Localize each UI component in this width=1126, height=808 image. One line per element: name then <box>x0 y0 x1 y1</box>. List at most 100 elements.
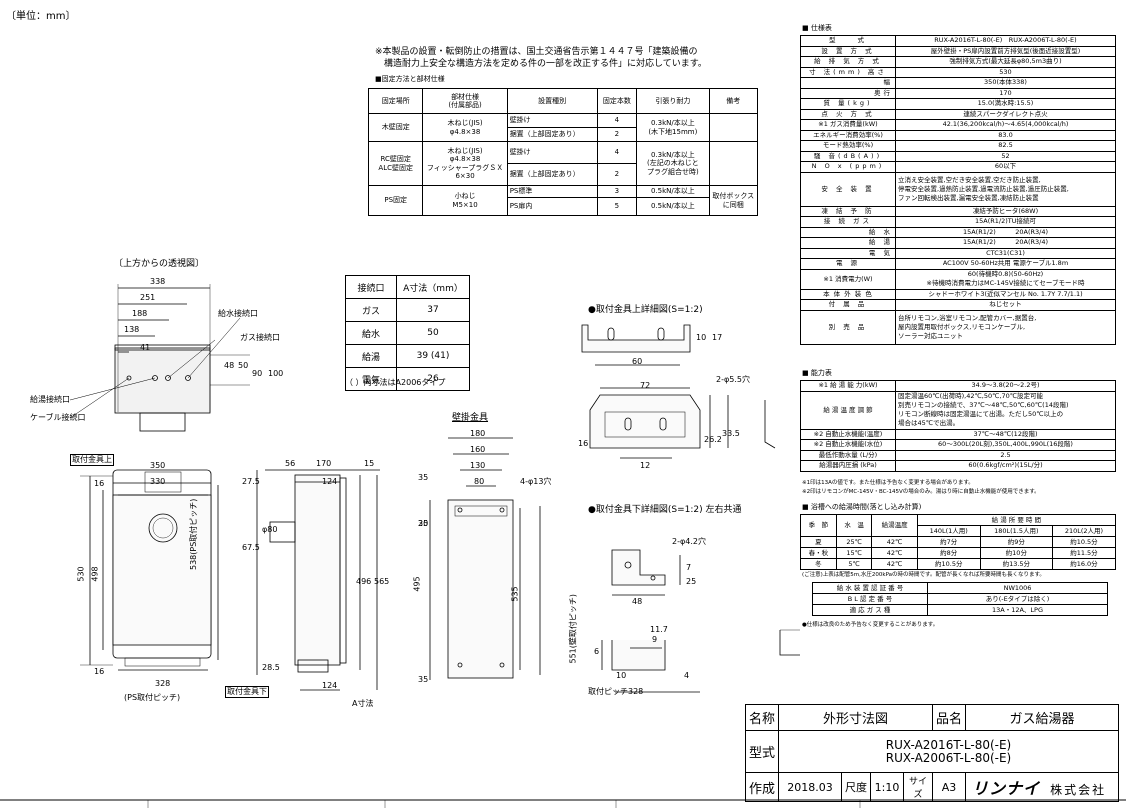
dim-label: 2-φ4.2穴 <box>672 537 706 546</box>
water-subheader: 140L(1人用) <box>916 525 981 537</box>
performance-note: ※1印は13Aの値です。また仕様は予告なく変更する場合があります。 <box>802 480 974 486</box>
performance-note: ※2印はリモコンがMC-145V・BC-145Vの場合のみ。湯はり時に自動止水機… <box>802 489 1040 495</box>
spec-label: エネルギー消費効率(%) <box>800 129 896 141</box>
fixing-cell: 0.5kN/本以上 <box>636 197 710 216</box>
water-subheader: 180L(1.5人用) <box>979 525 1053 537</box>
perf-value: 60(0.6kgf/cm²)(15L/分) <box>895 460 1116 472</box>
made-value: 2018.03 <box>778 772 842 802</box>
dim-label: 338 <box>150 277 166 286</box>
spec-label: 電 源 <box>800 258 896 270</box>
dim-label: 11.7 <box>650 625 668 634</box>
dim-label: 7 <box>686 563 692 572</box>
upper-bracket-detail <box>581 324 776 459</box>
dim-label: 80 <box>474 477 485 486</box>
spec-label: ※1 消費電力(W) <box>800 268 896 290</box>
spec-value: 82.5 <box>895 140 1116 152</box>
lower-bracket-detail <box>601 549 800 693</box>
dim-label: 25 <box>418 519 429 528</box>
fixing-cell: 木ねじ(JIS) φ4.8×38 フィッシャープラグＳＸ 6×30 <box>422 141 508 186</box>
water-cell: 約11.5分 <box>1051 547 1117 559</box>
perf-value: 2.5 <box>895 449 1116 461</box>
spec-value: 台所リモコン,浴室リモコン,配管カバー,据置台, 屋内設置用取付ボックス,リモコ… <box>895 309 1116 345</box>
notice-line-2: 構造耐力上安全な構造方法を定める件の一部を改正する件」に対応しています。 <box>384 59 707 69</box>
dim-label: 41 <box>140 343 151 352</box>
pitch-label: (PS取付ピッチ) <box>124 693 181 702</box>
dim-label: 530 <box>76 566 86 582</box>
water-header: 水 温 <box>835 514 873 537</box>
dim-label: 10 <box>696 333 707 342</box>
dim-label: 2-φ5.5穴 <box>716 375 750 384</box>
misc-label: 給 水 装 置 認 証 番 号 <box>812 582 928 594</box>
dim-label: 188 <box>132 309 148 318</box>
spec-label: 寸 法(mm) 高さ <box>800 66 896 78</box>
water-cell: 約10.5分 <box>1051 536 1117 548</box>
dim-label: 496 <box>356 577 372 586</box>
spec-value: 強制排気方式(最大延長φ80,5m3曲り) <box>895 56 1116 68</box>
made-label: 作成 <box>745 772 779 802</box>
fixing-cell <box>708 113 759 142</box>
spec-value: 60(待機時0.8)(50-60Hz) ※待機時消費電力はMC-145V接続にて… <box>895 268 1116 290</box>
dim-label: 67.5 <box>242 543 260 552</box>
spec-value: 15.0(満水時:15.5) <box>895 98 1116 110</box>
water-cell: 42℃ <box>871 536 918 548</box>
water-cell: 冬 <box>800 558 837 570</box>
dim-label: 17 <box>712 333 723 342</box>
water-cell: 約10分 <box>979 547 1053 559</box>
misc-note: ●仕様は改良のため予告なく変更することがあります。 <box>802 622 939 628</box>
product-value: ガス給湯器 <box>965 704 1119 731</box>
connection-label: ガス接続口 <box>240 333 280 342</box>
fixing-cell <box>708 141 759 186</box>
spec-label: 電 気 <box>800 247 896 259</box>
bracket-view <box>429 437 541 680</box>
spec-value: 350(本体338) <box>895 77 1116 89</box>
dim-label: 30 <box>418 519 429 528</box>
misc-value: 13A・12A、LPG <box>927 604 1108 616</box>
performance-heading: ■ 能力表 <box>802 369 832 377</box>
fixing-header: 部材仕様 (付属部品) <box>422 88 508 114</box>
scale-label: 尺度 <box>841 772 871 802</box>
perf-value: 37℃〜48℃(12段階) <box>895 428 1116 440</box>
dim-label: 15 <box>364 459 375 468</box>
perf-value: 60〜300L(20L刻),350L,400L,990L(16段階) <box>895 439 1116 451</box>
dim-label: 50 <box>238 361 249 370</box>
model-value: RUX-A2016T-L-80(-E) RUX-A2006T-L-80(-E) <box>778 730 1119 773</box>
perf-value: 固定湯温60℃(出荷時),42℃,50℃,70℃設定可能 別売リモコンの接続で、… <box>895 390 1116 430</box>
dim-label: 35 <box>418 675 429 684</box>
dim-label: 160 <box>470 445 486 454</box>
spec-label: 付 属 品 <box>800 299 896 311</box>
water-subheader: 210L(2人用) <box>1051 525 1117 537</box>
water-heading: ■ 浴槽への給湯時間(落とし込み計算) <box>802 503 922 511</box>
dim-label: 551(壁取付ピッチ) <box>568 594 578 664</box>
perf-label: ※1 給 湯 能 力(kW) <box>800 380 896 392</box>
dim-label: 6 <box>594 647 600 656</box>
bracket-bottom-label: 取付金具下 <box>225 686 269 698</box>
water-cell: 42℃ <box>871 558 918 570</box>
bracket-title: 壁掛金具 <box>452 413 489 423</box>
dim-label: 4-φ13穴 <box>520 477 552 486</box>
company-logo: リンナイ <box>972 779 1041 798</box>
water-cell: 約13.5分 <box>979 558 1053 570</box>
dim-label: 取付ピッチ328 <box>588 687 644 696</box>
spec-value: 15A(R1/2) 20A(R3/4) <box>895 237 1116 249</box>
top-view <box>69 284 250 432</box>
spec-label: 接 続 ガス <box>800 216 896 228</box>
water-cell: 春・秋 <box>800 547 837 559</box>
fixing-table: 固定場所 部材仕様 (付属部品) 設置種別 固定本数 引張り耐力 備考 木壁固定… <box>367 88 759 216</box>
misc-label: 適 応 ガ ス 種 <box>812 604 928 616</box>
scale-value: 1:10 <box>870 772 904 802</box>
connection-header: 接続口 <box>345 275 397 299</box>
water-cell: 約16.0分 <box>1051 558 1117 570</box>
perf-label: 給湯器内圧損 (kPa) <box>800 460 896 472</box>
dim-label: 330 <box>150 477 166 486</box>
water-cell: 5℃ <box>835 558 873 570</box>
dim-label: 72 <box>640 381 651 390</box>
model-label: 型式 <box>745 730 779 773</box>
spec-label: 幅 <box>800 77 896 89</box>
dim-label: 495 <box>412 576 422 592</box>
connection-label: ケーブル接続口 <box>30 413 86 422</box>
spec-label: 型 式 <box>800 35 896 47</box>
